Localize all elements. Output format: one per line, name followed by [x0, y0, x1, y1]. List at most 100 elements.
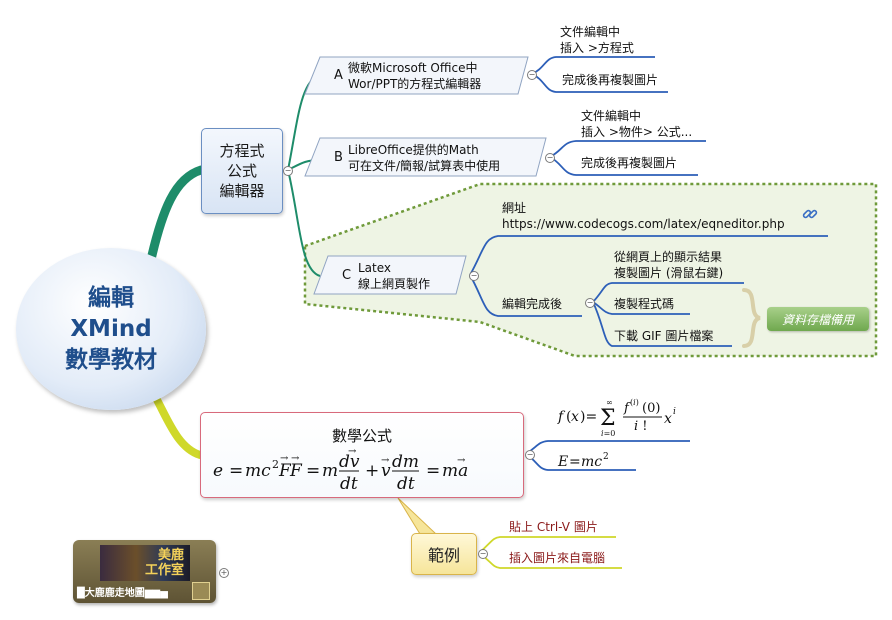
- collapse-toggle-b[interactable]: −: [545, 153, 555, 163]
- branch-a-sub2[interactable]: 完成後再複製圖片: [562, 72, 658, 88]
- svg-text:=: =: [426, 461, 440, 481]
- logo-image: 美鹿 工作室: [100, 545, 190, 581]
- branch-c-line-2: 線上網頁製作: [358, 277, 431, 291]
- svg-text:v: v: [381, 461, 391, 481]
- branch-b-shape: [304, 137, 547, 177]
- branch-a-shape: [304, 56, 529, 95]
- connector-editor-c: [287, 169, 321, 277]
- branch-c-shape: [313, 255, 467, 295]
- branch-b-label[interactable]: LibreOffice提供的Math 可在文件/簡報/試算表中使用: [348, 142, 500, 174]
- svg-text:→: →: [457, 455, 466, 466]
- branch-a-sub2-line-1: 完成後再複製圖片: [562, 73, 659, 87]
- collapse-toggle-editor[interactable]: −: [283, 166, 293, 176]
- studio-logo: 美鹿 工作室 █大鹿鹿走地圖▆▆▅: [73, 540, 216, 603]
- svg-text:dt: dt: [340, 474, 358, 493]
- example-sub2[interactable]: 插入圖片來自電腦: [509, 551, 606, 565]
- connector-after-sub2: [592, 301, 690, 315]
- central-line-2: XMind: [70, 315, 152, 342]
- branch-b-sub2[interactable]: 完成後再複製圖片: [581, 155, 677, 171]
- svg-text:2: 2: [603, 452, 609, 462]
- collapse-toggle-math[interactable]: −: [525, 450, 535, 460]
- svg-text:x: x: [571, 409, 579, 425]
- collapse-toggle-example[interactable]: −: [478, 549, 488, 559]
- svg-text:(0): (0): [642, 401, 660, 416]
- example-sub1[interactable]: 貼上 Ctrl-V 圖片: [509, 520, 598, 534]
- branch-c-url-line-1: 網址: [502, 201, 527, 215]
- connector-c-after: [469, 274, 582, 317]
- branch-b-letter: B: [334, 150, 343, 165]
- svg-text:F: F: [278, 461, 292, 481]
- connector-central-math: [152, 394, 204, 459]
- branch-c-url-item[interactable]: 網址 https://www.codecogs.com/latex/eqnedi…: [502, 200, 785, 232]
- expand-toggle-logo[interactable]: +: [219, 568, 229, 578]
- branch-b-sub1-line-2: 插入 >物件> 公式...: [581, 125, 693, 139]
- after-edit-sub3[interactable]: 下載 GIF 圖片檔案: [614, 329, 714, 343]
- central-line-1: 編輯: [88, 284, 134, 311]
- after-edit-sub1[interactable]: 從網頁上的顯示結果 複製圖片 (滑鼠右鍵): [614, 249, 723, 281]
- topic-example[interactable]: 範例: [411, 533, 477, 575]
- svg-text:=: =: [306, 461, 320, 481]
- topic-equation-editor-label: 方程式 公式 編輯器: [219, 142, 265, 200]
- connector-after-sub1: [592, 282, 744, 303]
- branch-a-sub1-line-1: 文件編輯中: [560, 25, 621, 39]
- connector-after-sub3: [592, 301, 732, 347]
- callout-save-backup[interactable]: 資料存檔備用: [767, 307, 869, 331]
- branch-b-sub1[interactable]: 文件編輯中 插入 >物件> 公式...: [581, 108, 692, 140]
- svg-text:f: f: [623, 401, 631, 416]
- example-callout-tail: [397, 497, 438, 535]
- branch-c-line-1: Latex: [358, 261, 392, 275]
- svg-text:mc: mc: [245, 461, 271, 481]
- svg-text:m: m: [322, 461, 338, 481]
- branch-b-line-1: LibreOffice提供的Math: [348, 143, 479, 157]
- svg-text:)=: )=: [580, 409, 597, 425]
- after-edit-sub1-line-2: 複製圖片 (滑鼠右鍵): [614, 266, 724, 280]
- collapse-toggle-a[interactable]: −: [527, 70, 537, 80]
- svg-text:F: F: [289, 461, 303, 481]
- branch-a-label[interactable]: 微軟Microsoft Office中 Wor/PPT的方程式編輯器: [348, 60, 481, 92]
- svg-text:∞: ∞: [606, 398, 613, 407]
- topic-math-formula[interactable]: 數學公式 e = mc 2 F → F → = m dv → dt + v → …: [200, 412, 524, 498]
- branch-c-after-edit[interactable]: 編輯完成後: [502, 297, 563, 311]
- branch-c-letter: C: [342, 268, 352, 283]
- svg-text:=: =: [569, 454, 581, 470]
- topic-example-label: 範例: [427, 546, 460, 565]
- after-edit-sub2[interactable]: 複製程式碼: [614, 297, 675, 311]
- svg-text:i: i: [673, 407, 676, 417]
- equation-image-emc2: E = mc 2: [557, 452, 609, 470]
- branch-b-sub1-line-1: 文件編輯中: [581, 109, 642, 123]
- branch-b-sub2-line-1: 完成後再複製圖片: [581, 156, 678, 170]
- svg-text:i=0: i=0: [601, 429, 615, 438]
- svg-text:E: E: [557, 454, 568, 470]
- branch-a-line-1: 微軟Microsoft Office中: [348, 61, 478, 75]
- topic-math-title: 數學公式: [331, 427, 392, 445]
- branch-a-letter: A: [334, 68, 343, 83]
- svg-text:f: f: [557, 409, 566, 425]
- equation-image-taylor: f ( x )= Σ ∞ i=0 f (i) (0) i ! x i: [557, 398, 676, 438]
- svg-text:→: →: [291, 453, 300, 464]
- topic-equation-editor[interactable]: 方程式 公式 編輯器: [201, 128, 283, 214]
- branch-c-label[interactable]: Latex 線上網頁製作: [358, 260, 430, 292]
- connector-central-editor: [145, 165, 206, 269]
- connector-c-url: [469, 235, 828, 276]
- central-line-3: 數學教材: [65, 346, 157, 373]
- equation-image-newton: e = mc 2 F → F → = m dv → dt + v → dm dt…: [213, 447, 468, 493]
- svg-text:(i): (i): [630, 398, 639, 407]
- svg-text:dt: dt: [397, 474, 415, 493]
- callout-brace: [742, 288, 761, 348]
- branch-a-sub1[interactable]: 文件編輯中 插入 >方程式: [560, 24, 634, 56]
- branch-a-sub1-line-2: 插入 >方程式: [560, 41, 634, 55]
- collapse-toggle-after-edit[interactable]: −: [585, 298, 595, 308]
- svg-text:=: =: [229, 461, 243, 481]
- svg-text:2: 2: [272, 458, 279, 471]
- svg-text:ma: ma: [442, 461, 468, 481]
- branch-a-line-2: Wor/PPT的方程式編輯器: [348, 77, 482, 91]
- collapse-toggle-c[interactable]: −: [469, 271, 479, 281]
- logo-mini-image: [192, 582, 210, 600]
- logo-title: 美鹿 工作室: [144, 548, 184, 578]
- svg-text:dv: dv: [339, 452, 360, 472]
- central-topic[interactable]: 編輯 XMind 數學教材: [16, 248, 206, 410]
- svg-text:x: x: [664, 411, 672, 427]
- svg-text:→: →: [381, 455, 390, 466]
- hyperlink-icon[interactable]: [802, 206, 818, 222]
